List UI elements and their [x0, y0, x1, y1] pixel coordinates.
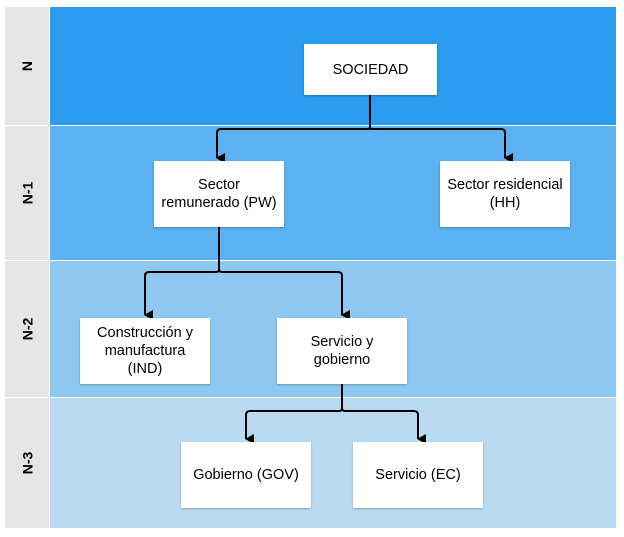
- level-label-cell-n-3: N-3: [5, 398, 49, 528]
- connector-servicio-gobierno-to-ec: [341, 384, 426, 444]
- node-construccion-manufactura: Construcción y manufactura (IND): [80, 318, 210, 384]
- level-label-cell-n: N: [5, 7, 49, 125]
- connector-sociedad-to-pw: [216, 95, 371, 163]
- node-sector-remunerado: Sector remunerado (PW): [154, 161, 284, 227]
- connector-sociedad-to-hh: [369, 95, 513, 163]
- node-gobierno: Gobierno (GOV): [181, 442, 311, 508]
- node-sector-residencial: Sector residencial (HH): [440, 161, 570, 227]
- node-servicio: Servicio (EC): [353, 442, 483, 508]
- connector-servicio-gobierno-to-gov: [245, 384, 343, 444]
- node-sociedad: SOCIEDAD: [304, 44, 437, 95]
- connector-pw-to-ind: [144, 227, 220, 320]
- connector-pw-to-servicio-gobierno: [218, 227, 350, 320]
- level-label-cell-n-2: N-2: [5, 261, 49, 397]
- level-label-cell-n-1: N-1: [5, 126, 49, 260]
- level-band-n-3: [50, 398, 616, 528]
- node-servicio-gobierno: Servicio y gobierno: [277, 318, 407, 384]
